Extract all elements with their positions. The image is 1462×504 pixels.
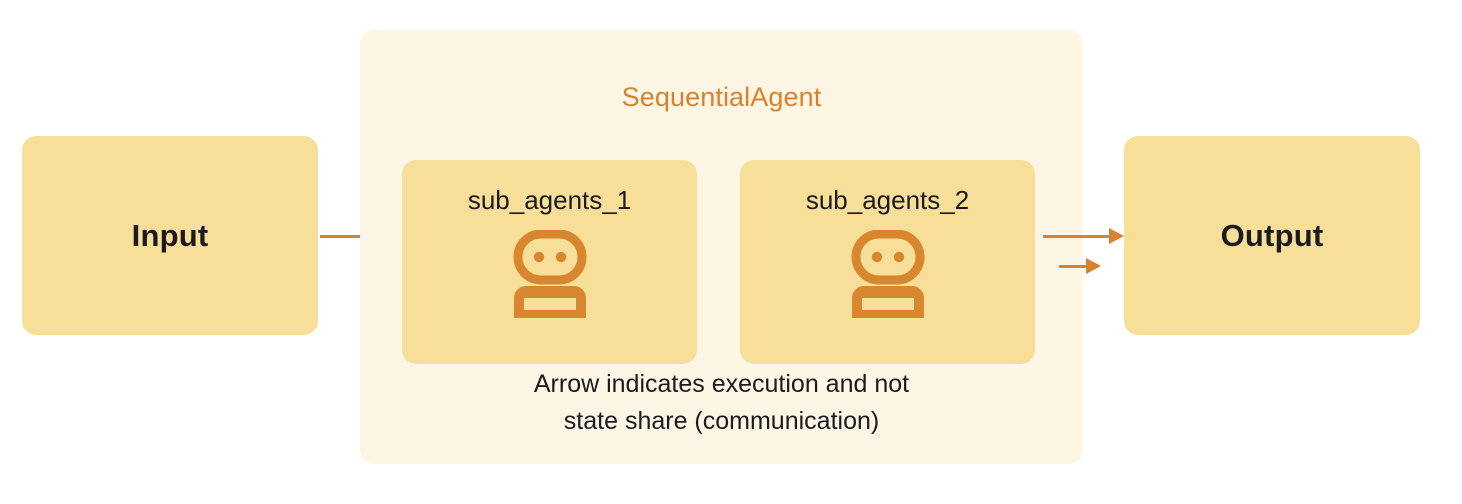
arrow-agent2-to-output: [1043, 225, 1124, 247]
robot-icon: [850, 229, 926, 327]
input-box: Input: [22, 136, 318, 335]
diagram-caption: Arrow indicates execution and not state …: [360, 366, 1083, 440]
caption-line-2: state share (communication): [563, 407, 880, 435]
robot-icon: [512, 229, 588, 327]
sub-agent-label-2: sub_agents_2: [805, 185, 970, 215]
sub-agent-card-1: sub_agents_1: [402, 160, 697, 364]
sequential-agent-container: SequentialAgent sub_agents_1: [360, 30, 1101, 464]
sub-agent-label-1: sub_agents_1: [467, 185, 632, 215]
caption-line-1: Arrow indicates execution and not: [533, 370, 910, 398]
arrow-line: [1059, 264, 1087, 268]
arrow-head-icon: [1109, 228, 1124, 244]
arrow-line: [1043, 234, 1110, 238]
output-label: Output: [1220, 217, 1324, 253]
arrow-agent1-to-agent2: [1059, 255, 1101, 277]
input-label: Input: [131, 217, 209, 253]
sub-agent-card-2: sub_agents_2: [740, 160, 1035, 364]
output-box: Output: [1124, 136, 1420, 335]
arrow-line: [320, 234, 388, 238]
arrow-head-icon: [1086, 258, 1101, 274]
sequential-agent-title: SequentialAgent: [621, 82, 822, 112]
